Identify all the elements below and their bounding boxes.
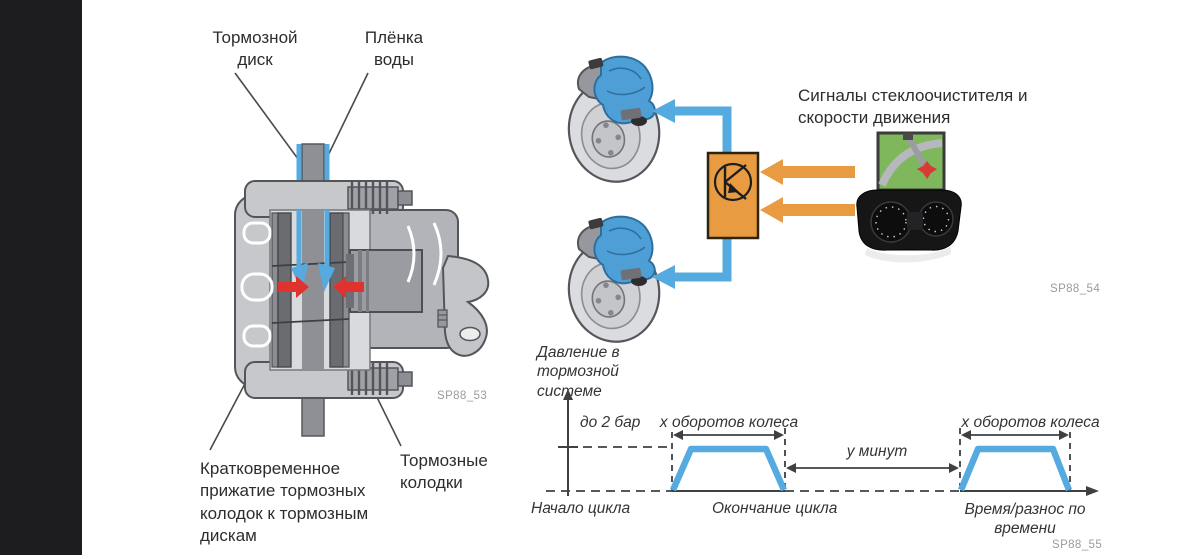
label-brake-disc: Тормозной диск <box>212 28 298 70</box>
viewer-left-bar <box>0 0 82 555</box>
label-brake-pads: Тормозные колодки <box>400 451 488 493</box>
label-pad-pressing: Кратковременное прижатие тормозных колод… <box>200 459 369 546</box>
pressure-pulses <box>670 445 1073 492</box>
k-control-unit <box>706 151 760 240</box>
figure-id-sp88-55: SP88_55 <box>1052 539 1103 551</box>
graph-time-axis-label: Время/разнос по времени <box>964 501 1086 538</box>
graph-interval-label: y минут <box>846 443 908 460</box>
water-film-arrows <box>291 210 335 292</box>
red-pressing-arrows <box>278 276 364 298</box>
orange-signal-arrows <box>760 159 855 223</box>
graph-cycle-end-label: Окончание цикла <box>712 500 838 517</box>
disc-in-cavity <box>302 210 324 370</box>
highlights <box>240 221 443 348</box>
graph-ylabel: Давление в тормозной системе <box>537 344 620 400</box>
graph-arrowheads <box>563 389 1099 496</box>
mounting-bracket <box>437 254 490 357</box>
graph-pulse2-width-label: x оборотов колеса <box>961 414 1100 431</box>
instrument-cluster-icon <box>856 189 962 263</box>
guide-pin-top <box>347 182 413 214</box>
piston <box>346 249 423 313</box>
signal-flow-drawing <box>559 55 962 351</box>
brake-disc-icon-bottom <box>559 215 669 351</box>
graph-cycle-start-label: Начало цикла <box>531 500 631 517</box>
graph-axes <box>546 398 1086 496</box>
label-water-film: Плёнка воды <box>364 28 424 70</box>
graph-pulse1-width-label: x оборотов колеса <box>659 414 799 431</box>
label-signals-caption: Сигналы стеклоочистителя и скорости движ… <box>798 86 1028 128</box>
figure-id-sp88-53: SP88_53 <box>437 390 488 402</box>
brake-disc-icon-top <box>559 55 669 191</box>
brake-caliper-drawing <box>209 72 490 451</box>
figure-id-sp88-54: SP88_54 <box>1050 283 1101 295</box>
graph-level-label: до 2 бар <box>580 414 641 431</box>
pressure-pulse-graph <box>546 389 1099 496</box>
wiper-signal-icon <box>876 131 946 192</box>
